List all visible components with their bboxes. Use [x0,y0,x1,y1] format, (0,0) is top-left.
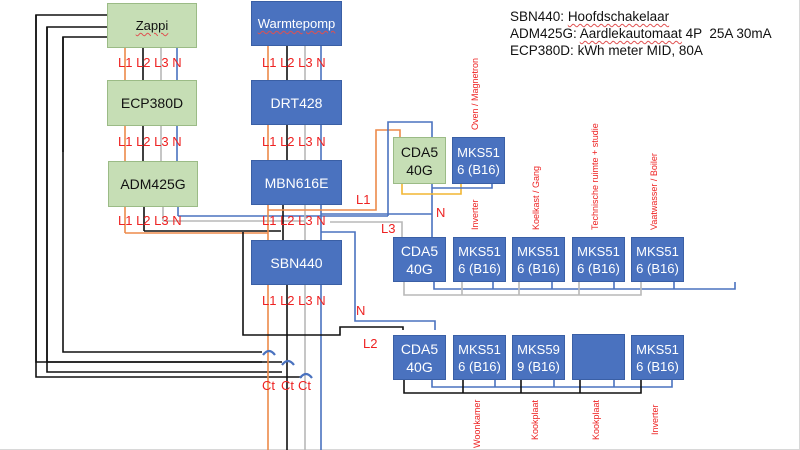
n-to-cda3 [321,231,436,330]
ct-clamp-1 [262,349,276,356]
ct-clamp-2 [281,359,295,366]
wire-label-l1: L1 [356,192,371,207]
cda1-blue-bus [432,184,493,189]
phase-labels: L1 L2 L3 N [262,293,326,308]
ecp380d-box[interactable]: ECP380D [107,80,197,126]
cda3-n-bus [431,380,673,388]
warmtepomp-box[interactable]: Warmtepomp [251,1,342,46]
phase-labels: L1 L2 L3 N [262,213,326,228]
zappi-box[interactable]: Zappi [107,3,197,48]
legend-item: ECP380D: kWh meter MID, 80A [510,43,703,58]
circuit-label: Oven / Magnetron [470,57,480,130]
ct-wire-1b [35,15,302,378]
mbn616e-box[interactable]: MBN616E [251,160,342,205]
legend-item: ADM425G: Aardlekautomaat 4P 25A 30mA [510,26,772,41]
l3-to-cda2 [330,221,403,240]
l1-to-cda1 [268,129,401,211]
circuit-label: Kookplaat [530,399,540,440]
phase-labels: L1 L2 L3 N [262,55,326,70]
circuit-label: Koelkast / Gang [531,165,541,230]
circuit-label: Inverter [470,199,480,230]
circuit-label: Technische ruimte + studie [590,123,600,230]
circuit-label: Vaatwasser / Boiler [649,153,659,230]
phase-labels: L1 L2 L3 N [118,55,182,70]
cda2-n-bus [433,282,736,290]
l2-to-cda3 [242,232,404,336]
wire-label-l2: L2 [363,336,378,351]
left-n [176,48,179,216]
drt428-box[interactable]: DRT428 [251,80,342,125]
circuit-label: Kookplaat [591,399,601,440]
adm425g-box[interactable]: ADM425G [108,161,198,207]
circuit-label: Inverter [650,404,660,435]
left-l3 [160,48,164,221]
circuit-label: Woonkamer [472,399,482,448]
phase-labels: L1 L2 L3 N [118,134,182,149]
ct-label: Ct [298,378,311,393]
ct-wire-2b [46,27,282,363]
ct-label: Ct [281,378,294,393]
wire-label-n-mid: N [356,303,366,318]
phase-labels: L1 L2 L3 N [118,213,182,228]
cda1-yellow-bus [401,184,462,195]
breaker-kookplaat-2[interactable] [572,334,625,380]
wire-label-n-top: N [436,205,446,220]
ct-clamp-3 [299,372,313,379]
ct-label: Ct [262,378,275,393]
wire-label-l3: L3 [381,221,396,236]
legend: SBN440: Hoofdschakelaar ADM425G: Aardlek… [510,8,772,59]
ct-wire-3b [62,37,262,353]
center-l2 [282,46,288,450]
phase-labels: L1 L2 L3 N [262,134,326,149]
ct-wire-3 [62,36,107,152]
sbn440-box[interactable]: SBN440 [251,240,342,285]
left-l2 [142,48,145,231]
cda2-l3-bus [403,282,642,296]
cda3-l2-bus [403,380,642,394]
legend-item: SBN440: Hoofdschakelaar [510,9,670,24]
